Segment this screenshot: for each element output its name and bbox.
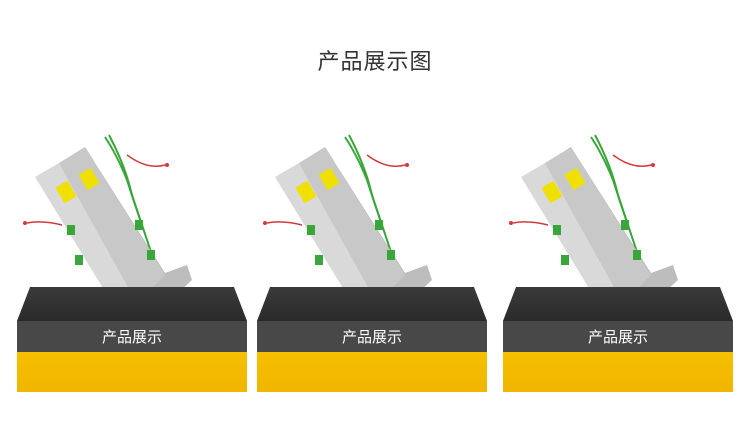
pedestal-top xyxy=(503,287,733,321)
pedestal-top xyxy=(257,287,487,321)
pedestal-label: 产品展示 xyxy=(17,321,247,352)
pedestal-label: 产品展示 xyxy=(503,321,733,352)
product-image xyxy=(263,134,432,303)
page-title: 产品展示图 xyxy=(317,50,433,75)
pedestal-label: 产品展示 xyxy=(257,321,487,352)
pedestal-base xyxy=(17,352,247,392)
product-image xyxy=(509,134,678,303)
product-card-2: 产品展示 xyxy=(257,0,487,426)
pedestal-base xyxy=(257,352,487,392)
pedestal-top xyxy=(17,287,247,321)
product-card-3: 产品展示 xyxy=(503,0,733,426)
product-card-1: 产品展示 xyxy=(17,0,247,426)
product-image xyxy=(23,134,192,303)
pedestal-base xyxy=(503,352,733,392)
